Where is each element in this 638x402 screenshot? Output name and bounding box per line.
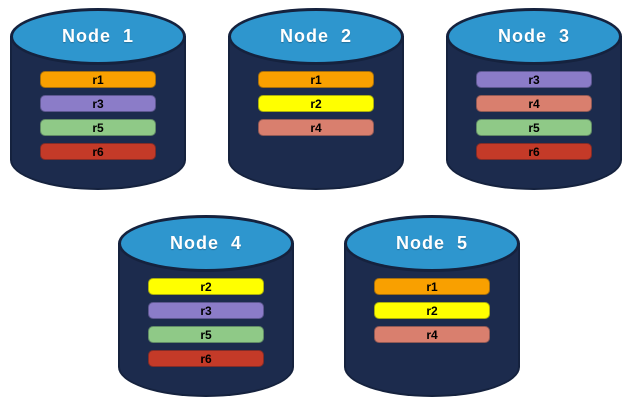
node-label: Node 4 xyxy=(169,233,242,253)
db-node-2: Node 2 r1 r2 r4 xyxy=(228,8,404,190)
replica-bar-r5: r5 xyxy=(40,119,156,136)
replica-bar-r3: r3 xyxy=(40,95,156,112)
db-node-5: Node 5 r1 r2 r4 xyxy=(344,215,520,397)
replica-bar-r6: r6 xyxy=(148,350,264,367)
replica-bar-r4: r4 xyxy=(476,95,592,112)
database-cylinder-top-icon: Node 5 xyxy=(344,215,520,272)
replica-bar-r1: r1 xyxy=(40,71,156,88)
node-label: Node 1 xyxy=(61,26,134,46)
node-label: Node 3 xyxy=(497,26,570,46)
replica-bar-r2: r2 xyxy=(258,95,374,112)
replica-bar-r3: r3 xyxy=(476,71,592,88)
replica-bar-r4: r4 xyxy=(374,326,490,343)
replica-bar-r3: r3 xyxy=(148,302,264,319)
replica-list: r2 r3 r5 r6 xyxy=(118,278,294,367)
replica-list: r1 r2 r4 xyxy=(344,278,520,343)
db-node-1: Node 1 r1 r3 r5 r6 xyxy=(10,8,186,190)
replica-bar-r2: r2 xyxy=(148,278,264,295)
replica-bar-r2: r2 xyxy=(374,302,490,319)
replica-bar-r4: r4 xyxy=(258,119,374,136)
replica-bar-r6: r6 xyxy=(476,143,592,160)
db-node-4: Node 4 r2 r3 r5 r6 xyxy=(118,215,294,397)
replica-bar-r5: r5 xyxy=(148,326,264,343)
node-row-2: Node 4 r2 r3 r5 r6 Node 5 r1 r2 r4 xyxy=(0,215,638,397)
replica-bar-r1: r1 xyxy=(258,71,374,88)
replica-list: r1 r3 r5 r6 xyxy=(10,71,186,160)
replica-list: r3 r4 r5 r6 xyxy=(446,71,622,160)
database-cylinder-top-icon: Node 1 xyxy=(10,8,186,65)
node-label: Node 5 xyxy=(395,233,468,253)
replica-bar-r1: r1 xyxy=(374,278,490,295)
node-label: Node 2 xyxy=(279,26,352,46)
node-row-1: Node 1 r1 r3 r5 r6 Node 2 r1 r2 r4 Node 3 r3 r4 r5 r6 xyxy=(0,8,638,190)
replica-bar-r6: r6 xyxy=(40,143,156,160)
database-cylinder-top-icon: Node 4 xyxy=(118,215,294,272)
db-node-3: Node 3 r3 r4 r5 r6 xyxy=(446,8,622,190)
replica-list: r1 r2 r4 xyxy=(228,71,404,136)
database-cylinder-top-icon: Node 2 xyxy=(228,8,404,65)
replica-bar-r5: r5 xyxy=(476,119,592,136)
database-cylinder-top-icon: Node 3 xyxy=(446,8,622,65)
